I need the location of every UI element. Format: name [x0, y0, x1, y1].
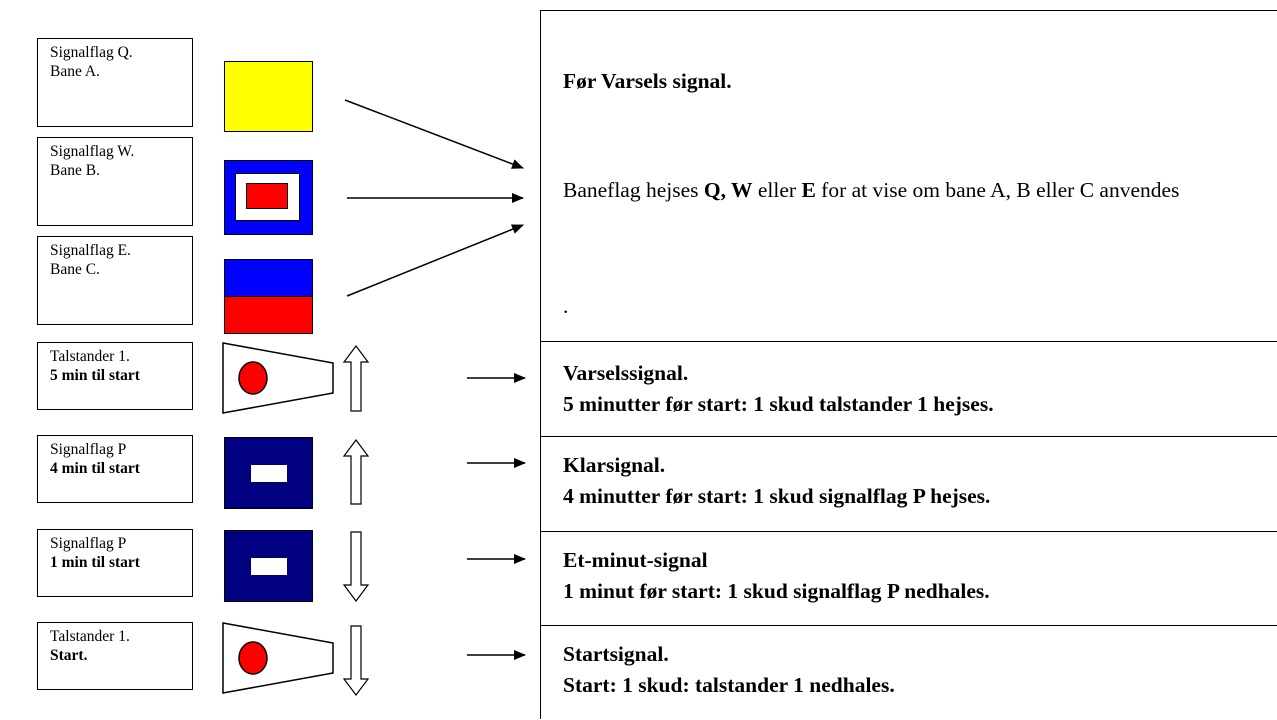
arrow-down-outline-icon — [342, 531, 370, 602]
flag-w — [224, 160, 313, 235]
label-line1: Signalflag P — [50, 535, 127, 552]
section-text: 1 minut før start: 1 skud signalflag P n… — [563, 579, 990, 603]
flag-e-blue-half — [225, 260, 312, 297]
flag-w-white-frame — [235, 173, 300, 221]
label-line1: Talstander 1. — [50, 348, 130, 365]
section-title: Varselssignal. — [563, 361, 689, 385]
section-varselssignal: Varselssignal. 5 minutter før start: 1 s… — [541, 341, 1277, 436]
label-line2: Bane B. — [50, 162, 100, 179]
intro-text-2: eller — [752, 178, 802, 202]
flag-p-4min — [224, 437, 313, 509]
section-text: Start: 1 skud: talstander 1 nedhales. — [563, 673, 895, 697]
intro-dot: . — [563, 294, 569, 318]
label-line2: Bane C. — [50, 261, 100, 278]
flag-e — [224, 259, 313, 334]
section-title: Klarsignal. — [563, 453, 666, 477]
label-signalflag-w: Signalflag W. Bane B. — [37, 137, 193, 226]
arrow-up-outline-icon — [342, 439, 370, 505]
arrow-down-outline-icon — [342, 625, 370, 696]
pointer-arrow-icon — [346, 224, 524, 297]
intro-body: Baneflag hejses Q, W eller E for at vise… — [563, 174, 1263, 206]
label-line1: Signalflag W. — [50, 143, 135, 160]
label-talstander-5min: Talstander 1. 5 min til start — [37, 342, 193, 410]
pennant-talstander-1-icon — [222, 342, 334, 414]
signal-description-panel: Før Varsels signal. Baneflag hejses Q, W… — [540, 10, 1277, 719]
intro-title: Før Varsels signal. — [563, 69, 732, 93]
intro-text-1: Baneflag hejses — [563, 178, 704, 202]
label-signalflag-p-4min: Signalflag P 4 min til start — [37, 435, 193, 503]
label-line2: Bane A. — [50, 63, 100, 80]
pennant-talstander-1-icon — [222, 622, 334, 694]
intro-text-3: for at vise om bane A, B eller C anvende… — [815, 178, 1180, 202]
label-signalflag-p-1min: Signalflag P 1 min til start — [37, 529, 193, 597]
section-startsignal: Startsignal. Start: 1 skud: talstander 1… — [541, 625, 1277, 720]
label-line1: Signalflag E. — [50, 242, 131, 259]
label-line2: 4 min til start — [50, 460, 140, 477]
flag-w-red-center — [246, 183, 288, 209]
label-talstander-start: Talstander 1. Start. — [37, 622, 193, 690]
flag-p-1min — [224, 530, 313, 602]
arrow-up-outline-icon — [342, 345, 370, 412]
flag-p-white-center — [251, 558, 287, 575]
intro-bold-flag-e: E — [801, 178, 816, 202]
label-line2: Start. — [50, 647, 88, 664]
section-title: Et-minut-signal — [563, 548, 708, 572]
label-line1: Talstander 1. — [50, 628, 130, 645]
section-title: Startsignal. — [563, 642, 669, 666]
flag-q-yellow — [224, 61, 313, 132]
label-signalflag-e: Signalflag E. Bane C. — [37, 236, 193, 325]
section-text: 5 minutter før start: 1 skud talstander … — [563, 392, 994, 416]
label-line1: Signalflag Q. — [50, 44, 133, 61]
intro-bold-flags: Q, W — [703, 178, 753, 202]
section-text: 4 minutter før start: 1 skud signalflag … — [563, 484, 991, 508]
section-et-minut-signal: Et-minut-signal 1 minut før start: 1 sku… — [541, 531, 1277, 625]
flag-e-red-half — [225, 297, 312, 333]
pointer-arrow-icon — [344, 99, 524, 169]
flag-p-white-center — [251, 465, 287, 482]
label-signalflag-q: Signalflag Q. Bane A. — [37, 38, 193, 127]
label-line2: 5 min til start — [50, 367, 140, 384]
label-line2: 1 min til start — [50, 554, 140, 571]
section-klarsignal: Klarsignal. 4 minutter før start: 1 skud… — [541, 436, 1277, 531]
label-line1: Signalflag P — [50, 441, 127, 458]
